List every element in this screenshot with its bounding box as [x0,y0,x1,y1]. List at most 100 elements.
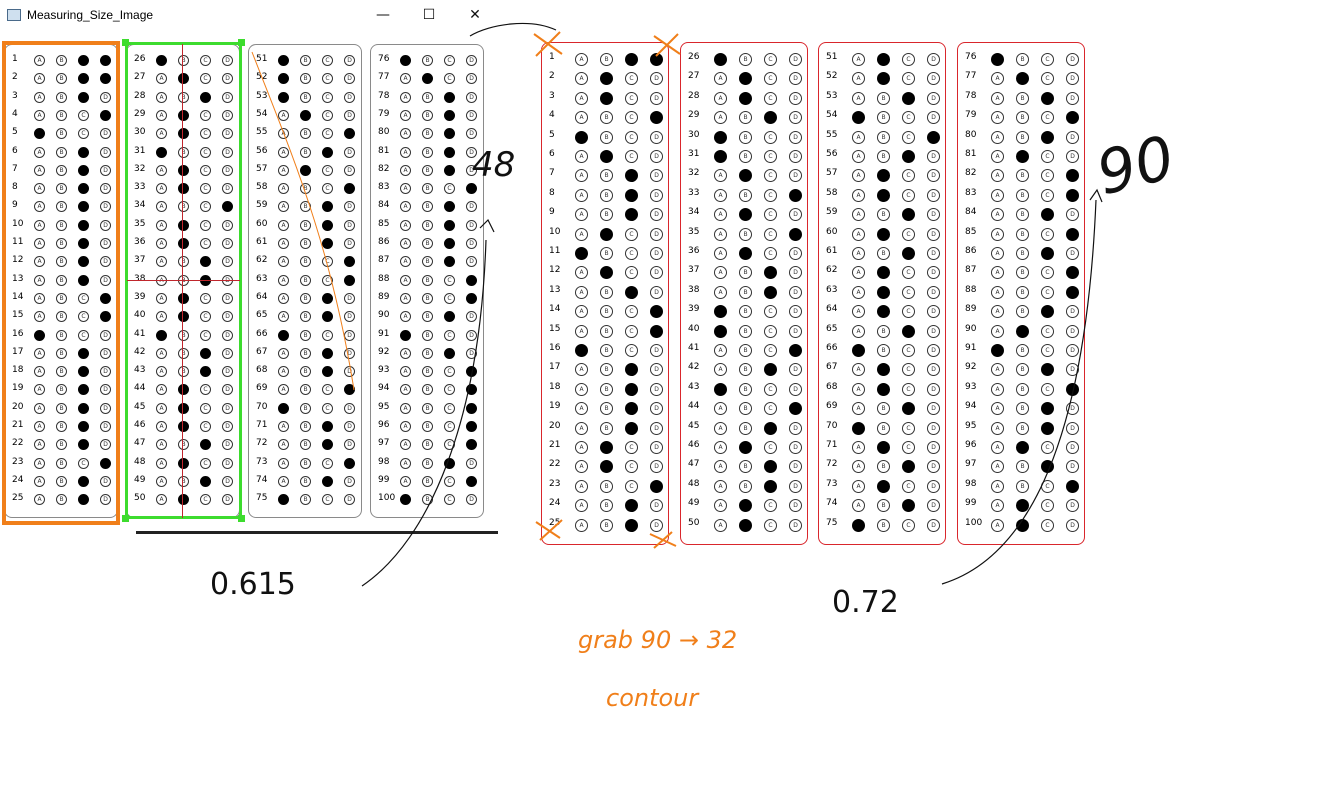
answer-bubble-a[interactable]: A [156,55,167,66]
answer-bubble-b[interactable]: B [739,188,752,202]
answer-bubble-c[interactable]: C [322,201,333,213]
answer-bubble-a[interactable]: A [400,91,411,103]
answer-bubble-a[interactable]: A [575,169,588,183]
answer-bubble-d[interactable]: D [100,402,111,414]
answer-bubble-a[interactable]: A [278,274,289,286]
answer-bubble-a[interactable]: A [714,169,727,183]
answer-bubble-a[interactable]: A [278,109,289,121]
answer-bubble-b[interactable]: B [300,384,311,396]
answer-bubble-b[interactable]: B [56,91,67,103]
answer-bubble-c[interactable]: C [322,475,333,487]
answer-bubble-a[interactable]: A [714,518,727,532]
answer-bubble-c[interactable]: C [444,73,455,85]
answer-bubble-c[interactable]: C [625,324,638,338]
answer-bubble-c[interactable]: C [444,128,455,140]
answer-bubble-a[interactable]: A [400,146,411,158]
answer-bubble-c[interactable]: C [322,439,333,451]
answer-bubble-d[interactable]: D [100,347,111,359]
answer-bubble-d[interactable]: D [650,188,663,202]
answer-bubble-d[interactable]: D [466,183,477,195]
answer-bubble-a[interactable]: A [575,363,588,377]
answer-bubble-b[interactable]: B [178,439,189,451]
answer-bubble-d[interactable]: D [650,285,663,299]
answer-bubble-b[interactable]: B [56,256,67,268]
answer-bubble-a[interactable]: A [278,329,289,341]
answer-bubble-d[interactable]: D [100,421,111,432]
answer-bubble-d[interactable]: D [222,183,233,195]
answer-bubble-b[interactable]: B [739,150,752,163]
answer-bubble-b[interactable]: B [178,238,189,249]
answer-bubble-b[interactable]: B [422,238,433,249]
answer-bubble-d[interactable]: D [100,311,111,323]
answer-bubble-b[interactable]: B [739,305,752,319]
answer-bubble-c[interactable]: C [200,457,211,469]
answer-bubble-d[interactable]: D [466,329,477,341]
answer-bubble-a[interactable]: A [34,256,45,268]
answer-bubble-b[interactable]: B [422,274,433,286]
answer-bubble-c[interactable]: C [322,183,333,195]
answer-bubble-b[interactable]: B [739,479,752,493]
answer-bubble-b[interactable]: B [739,91,752,105]
answer-bubble-d[interactable]: D [344,347,355,359]
answer-bubble-d[interactable]: D [650,479,663,493]
answer-bubble-a[interactable]: A [714,324,727,338]
answer-bubble-d[interactable]: D [344,384,355,396]
answer-bubble-d[interactable]: D [222,457,233,469]
answer-bubble-a[interactable]: A [575,460,588,474]
answer-bubble-b[interactable]: B [739,363,752,377]
answer-bubble-b[interactable]: B [739,72,752,86]
answer-bubble-b[interactable]: B [739,130,752,144]
answer-bubble-a[interactable]: A [278,384,289,396]
answer-bubble-a[interactable]: A [575,382,588,396]
answer-bubble-c[interactable]: C [78,256,89,268]
answer-bubble-b[interactable]: B [600,499,613,513]
answer-bubble-b[interactable]: B [600,324,613,338]
answer-bubble-c[interactable]: C [625,382,638,396]
answer-bubble-d[interactable]: D [100,238,111,249]
answer-bubble-a[interactable]: A [278,164,289,176]
answer-bubble-b[interactable]: B [739,441,752,454]
answer-bubble-b[interactable]: B [600,402,613,416]
answer-bubble-c[interactable]: C [625,266,638,280]
answer-bubble-d[interactable]: D [344,109,355,121]
answer-bubble-d[interactable]: D [344,73,355,85]
answer-bubble-c[interactable]: C [200,494,211,506]
answer-bubble-c[interactable]: C [625,130,638,144]
answer-bubble-a[interactable]: A [400,109,411,121]
answer-bubble-d[interactable]: D [789,382,802,396]
answer-bubble-d[interactable]: D [650,53,663,66]
answer-bubble-c[interactable]: C [78,274,89,286]
answer-bubble-b[interactable]: B [739,227,752,241]
answer-bubble-b[interactable]: B [56,219,67,231]
answer-bubble-d[interactable]: D [344,475,355,487]
answer-bubble-c[interactable]: C [444,311,455,323]
answer-bubble-b[interactable]: B [600,150,613,163]
answer-bubble-b[interactable]: B [178,311,189,323]
answer-bubble-b[interactable]: B [600,247,613,260]
answer-bubble-c[interactable]: C [764,421,777,435]
answer-bubble-c[interactable]: C [444,164,455,176]
answer-bubble-c[interactable]: C [322,402,333,414]
answer-bubble-a[interactable]: A [575,247,588,260]
answer-bubble-b[interactable]: B [422,366,433,378]
answer-bubble-a[interactable]: A [156,146,167,158]
answer-bubble-b[interactable]: B [56,109,67,121]
answer-bubble-b[interactable]: B [739,421,752,435]
answer-bubble-c[interactable]: C [444,421,455,432]
answer-bubble-c[interactable]: C [625,72,638,86]
answer-bubble-a[interactable]: A [575,479,588,493]
answer-bubble-c[interactable]: C [625,285,638,299]
answer-bubble-c[interactable]: C [78,164,89,176]
answer-bubble-a[interactable]: A [278,219,289,231]
answer-bubble-d[interactable]: D [222,347,233,359]
answer-bubble-a[interactable]: A [278,494,289,506]
answer-bubble-a[interactable]: A [714,285,727,299]
answer-bubble-b[interactable]: B [300,347,311,359]
answer-bubble-c[interactable]: C [322,311,333,323]
answer-bubble-c[interactable]: C [78,494,89,506]
answer-bubble-c[interactable]: C [764,441,777,454]
answer-bubble-b[interactable]: B [422,128,433,140]
answer-bubble-a[interactable]: A [400,457,411,469]
answer-bubble-a[interactable]: A [714,72,727,86]
answer-bubble-d[interactable]: D [466,402,477,414]
